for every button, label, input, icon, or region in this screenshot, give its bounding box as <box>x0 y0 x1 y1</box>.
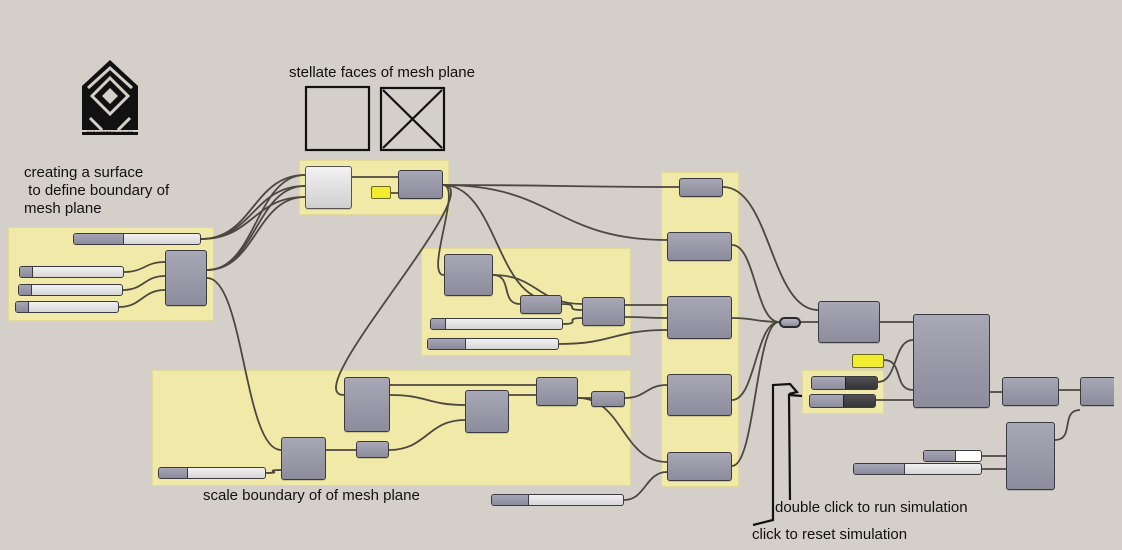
wire <box>200 196 306 240</box>
bottom-slider[interactable] <box>491 494 624 506</box>
scale-component-1[interactable] <box>344 377 390 432</box>
surface-component[interactable] <box>165 250 207 306</box>
wire <box>1054 409 1081 441</box>
wire <box>883 359 914 391</box>
middle-component-2[interactable] <box>520 295 562 314</box>
stellate-panel[interactable] <box>371 186 391 199</box>
scale-component-3[interactable] <box>536 377 578 406</box>
wire <box>200 185 306 240</box>
wire <box>200 174 306 240</box>
house-diamond-logo-icon <box>82 60 138 135</box>
simulation-panel[interactable] <box>852 354 884 368</box>
wire <box>731 317 780 323</box>
mesh-plane-param[interactable] <box>305 166 352 209</box>
wire <box>731 321 780 467</box>
lower-right-component[interactable] <box>1006 422 1055 490</box>
surface-slider-4[interactable] <box>15 301 119 313</box>
middle-component-3[interactable] <box>582 297 625 326</box>
wire <box>442 184 680 188</box>
right-component-4[interactable] <box>667 374 732 416</box>
wire <box>206 174 306 271</box>
right-component-1[interactable] <box>679 178 723 197</box>
logo-caption: PARAMETRIC HOUSE <box>86 130 134 135</box>
scale-component-4[interactable] <box>591 391 625 407</box>
kangaroo-solver-component[interactable] <box>913 314 990 408</box>
middle-slider-1[interactable] <box>430 318 563 330</box>
run-simulation-toggle[interactable] <box>811 376 878 390</box>
surface-slider-1[interactable] <box>73 233 201 245</box>
wire <box>206 196 306 271</box>
run-arrow-line <box>787 393 803 501</box>
wire <box>206 185 306 271</box>
scale-component-2[interactable] <box>465 390 509 433</box>
middle-slider-2[interactable] <box>427 338 559 350</box>
relay-node[interactable] <box>779 317 801 328</box>
merge-component[interactable] <box>818 301 880 343</box>
scale-component-5[interactable] <box>281 437 326 480</box>
surface-slider-3[interactable] <box>18 284 123 296</box>
lower-right-slider-short[interactable] <box>923 450 982 462</box>
reset-simulation-label: click to reset simulation <box>752 526 908 543</box>
surface-label: creating a surface to define boundary of… <box>24 164 170 217</box>
lower-right-slider-long[interactable] <box>853 463 982 475</box>
wire <box>731 244 780 323</box>
stellate-label: stellate faces of mesh plane <box>289 64 475 81</box>
wire <box>442 184 668 241</box>
surface-slider-2[interactable] <box>19 266 124 278</box>
square-x-icon <box>379 86 446 152</box>
run-simulation-label: double click to run simulation <box>775 499 968 516</box>
scale-component-6[interactable] <box>356 441 389 458</box>
output-component-2-cropped[interactable] <box>1080 377 1114 406</box>
wire <box>731 321 780 401</box>
right-component-5[interactable] <box>667 452 732 481</box>
middle-component-1[interactable] <box>444 254 493 296</box>
right-component-3[interactable] <box>667 296 732 339</box>
stellate-component[interactable] <box>398 170 443 199</box>
square-icon <box>304 85 371 152</box>
parametric-house-logo: PARAMETRIC HOUSE <box>80 58 140 138</box>
right-component-2[interactable] <box>667 232 732 261</box>
reset-simulation-toggle[interactable] <box>809 394 876 408</box>
output-component-1[interactable] <box>1002 377 1059 406</box>
scale-slider[interactable] <box>158 467 266 479</box>
scale-label: scale boundary of of mesh plane <box>203 487 420 504</box>
